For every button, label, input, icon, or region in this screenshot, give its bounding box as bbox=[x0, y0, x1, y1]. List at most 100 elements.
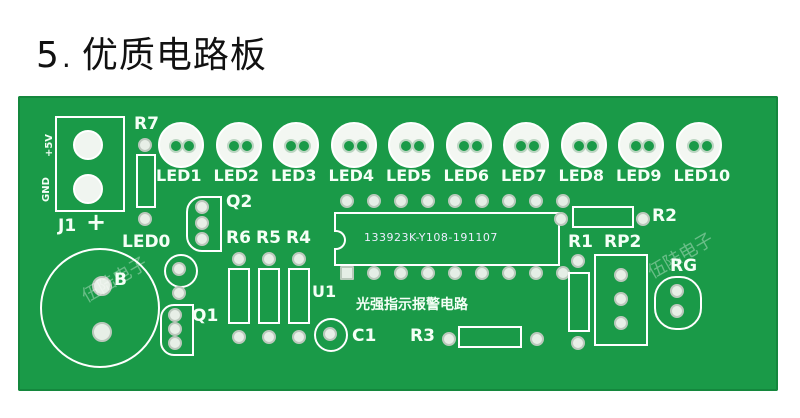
pad bbox=[614, 316, 628, 330]
ic-pin bbox=[421, 266, 435, 280]
terminal-block bbox=[55, 116, 125, 212]
terminal-screw-bottom bbox=[73, 174, 103, 204]
pad bbox=[412, 139, 426, 153]
pad bbox=[168, 308, 182, 322]
pad bbox=[527, 139, 541, 153]
pad bbox=[614, 268, 628, 282]
led-outline bbox=[215, 122, 262, 168]
label-r1: R1 bbox=[568, 232, 593, 252]
capacitor-c1 bbox=[314, 318, 348, 352]
ic-pin bbox=[529, 194, 543, 208]
pad bbox=[195, 216, 209, 230]
pad bbox=[195, 200, 209, 214]
resistor-r4 bbox=[288, 268, 310, 324]
pad bbox=[554, 212, 568, 226]
ic-pin bbox=[556, 194, 570, 208]
led-label: LED2 bbox=[213, 166, 260, 185]
pad bbox=[614, 292, 628, 306]
pad bbox=[629, 139, 643, 153]
led-label: LED7 bbox=[501, 166, 547, 185]
label-j1: J1 bbox=[58, 216, 77, 236]
pad bbox=[323, 327, 337, 341]
resistor-r1 bbox=[568, 272, 590, 332]
pad bbox=[571, 139, 586, 153]
pad bbox=[138, 138, 152, 152]
resistor-r6 bbox=[228, 268, 250, 324]
label-r3: R3 bbox=[410, 326, 435, 346]
pad bbox=[284, 139, 298, 153]
led-outline bbox=[273, 122, 319, 168]
led-label: LED5 bbox=[386, 166, 432, 185]
led-label: LED1 bbox=[156, 166, 202, 185]
label-power: +5V bbox=[44, 133, 56, 158]
buzzer-pad bbox=[92, 322, 112, 342]
pad bbox=[699, 139, 714, 153]
pad bbox=[670, 304, 684, 318]
ic-pin bbox=[448, 266, 462, 280]
resistor-r5 bbox=[258, 268, 280, 324]
ic-pin bbox=[475, 194, 489, 208]
label-rg: RG bbox=[670, 256, 698, 276]
ic-pins-top bbox=[340, 194, 570, 208]
pad bbox=[584, 139, 599, 153]
led-label: LED4 bbox=[328, 166, 375, 185]
label-b: B bbox=[114, 270, 127, 290]
section-number: 5 bbox=[36, 35, 60, 76]
pad bbox=[232, 330, 246, 344]
pad bbox=[232, 252, 246, 266]
pad bbox=[262, 330, 276, 344]
led-outline bbox=[445, 122, 492, 168]
label-rp2: RP2 bbox=[604, 232, 642, 252]
label-r6: R6 bbox=[226, 228, 251, 248]
led-label: LED10 bbox=[673, 166, 731, 185]
transistor-q2 bbox=[186, 196, 222, 252]
section-dot: . bbox=[61, 41, 72, 74]
pad bbox=[195, 232, 209, 246]
pad bbox=[292, 330, 306, 344]
ic-pin bbox=[394, 194, 408, 208]
buzzer-outline bbox=[40, 248, 160, 368]
ic-code: 133923K-Y108-191107 bbox=[364, 231, 498, 244]
pad bbox=[686, 139, 701, 153]
ic-pin bbox=[475, 266, 489, 280]
pad bbox=[469, 139, 484, 153]
pad bbox=[642, 139, 656, 153]
label-r2: R2 bbox=[652, 206, 677, 226]
pad bbox=[297, 139, 311, 153]
ic-pin bbox=[448, 194, 462, 208]
pad bbox=[182, 139, 196, 153]
led-outline bbox=[675, 122, 722, 168]
led-outline bbox=[158, 122, 204, 168]
resistor-r3 bbox=[458, 326, 522, 348]
pad bbox=[138, 212, 152, 226]
resistor-r7 bbox=[136, 154, 156, 208]
pad bbox=[341, 139, 356, 153]
page-title: 5. 优质电路板 bbox=[36, 26, 267, 78]
pad bbox=[670, 284, 684, 298]
ic-pins-bottom bbox=[340, 266, 570, 280]
led-outline bbox=[330, 122, 377, 168]
ic-pin bbox=[529, 266, 543, 280]
led-outline bbox=[503, 122, 549, 168]
ic-pin bbox=[502, 194, 516, 208]
pad bbox=[239, 139, 254, 153]
pad bbox=[168, 336, 182, 350]
pad bbox=[262, 252, 276, 266]
label-led0: LED0 bbox=[122, 232, 171, 252]
terminal-screw-top bbox=[73, 130, 103, 160]
led-outline bbox=[618, 122, 664, 168]
pad bbox=[169, 139, 183, 153]
label-r7: R7 bbox=[134, 114, 159, 134]
led-label: LED3 bbox=[271, 166, 317, 185]
pad bbox=[172, 286, 186, 300]
ic-pin bbox=[502, 266, 516, 280]
resistor-r2 bbox=[572, 206, 634, 228]
led-label: LED8 bbox=[558, 166, 605, 185]
led-label: LED9 bbox=[616, 166, 662, 185]
ic-pin bbox=[340, 194, 354, 208]
section-title: 优质电路板 bbox=[81, 35, 267, 76]
circuit-name: 光强指示报警电路 bbox=[356, 297, 468, 313]
ic-pin bbox=[367, 194, 381, 208]
ic-pin bbox=[394, 266, 408, 280]
ic-notch bbox=[334, 230, 346, 250]
